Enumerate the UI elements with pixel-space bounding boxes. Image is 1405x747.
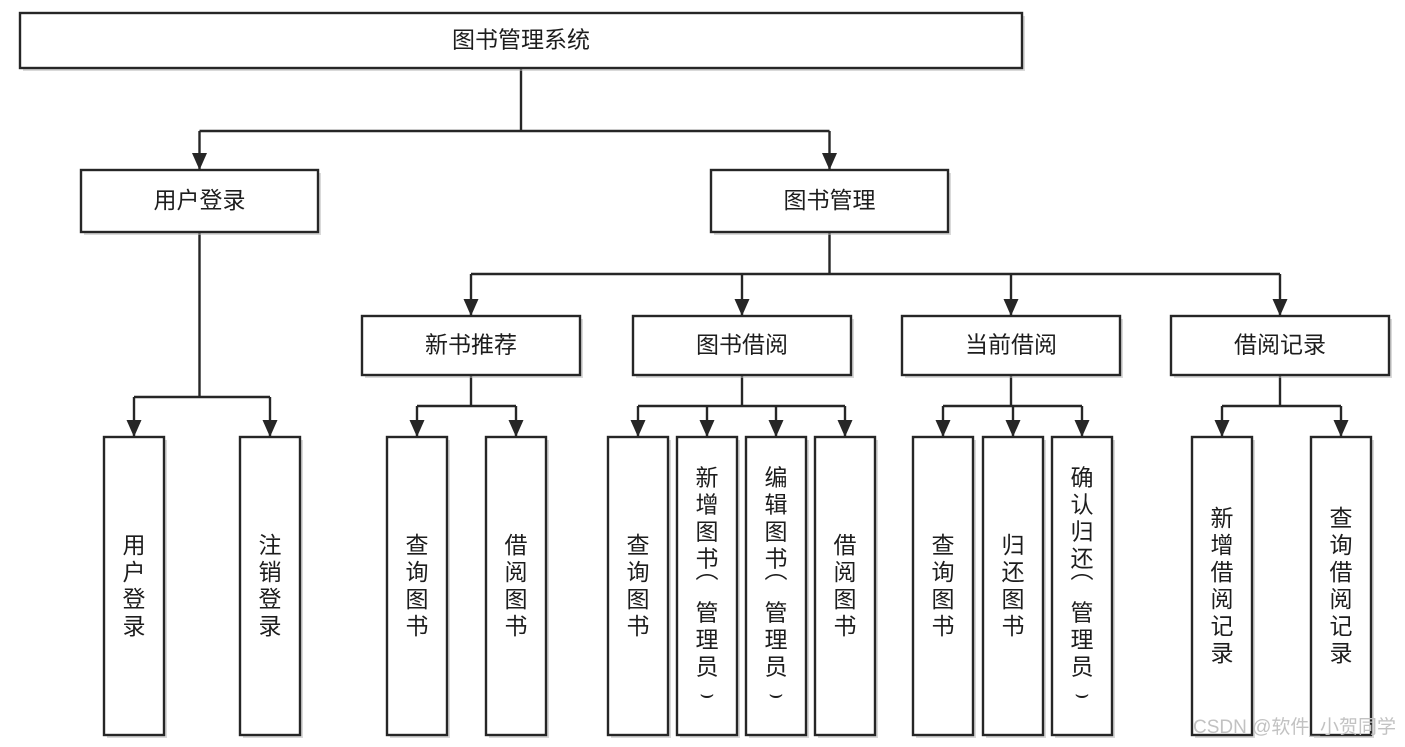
connector-e-currentborrow-group <box>935 375 1090 437</box>
node-user_login[interactable]: 用户登录 <box>79 168 321 235</box>
node-label: 查询图书 <box>932 532 955 639</box>
node-leaf_query_record[interactable]: 查询借阅记录 <box>1309 435 1374 738</box>
node-leaf_user_login[interactable]: 用户登录 <box>102 435 167 738</box>
node-new_book_rec[interactable]: 新书推荐 <box>360 314 583 378</box>
node-label: 新增借阅记录 <box>1211 505 1234 666</box>
node-layer: 图书管理系统用户登录图书管理新书推荐图书借阅当前借阅借阅记录用户登录注销登录查询… <box>18 11 1392 738</box>
node-leaf_borrow_book_1[interactable]: 借阅图书 <box>484 435 549 738</box>
node-leaf_return_book[interactable]: 归还图书 <box>981 435 1046 738</box>
node-label: 用户登录 <box>154 187 246 213</box>
node-leaf_confirm_return[interactable]: 确认归还⌒管理员⌣ <box>1050 435 1115 738</box>
node-leaf_add_book[interactable]: 新增图书⌒管理员⌣ <box>675 435 740 738</box>
node-label: 查询图书 <box>627 532 650 639</box>
node-leaf_logout[interactable]: 注销登录 <box>238 435 303 738</box>
csdn-watermark: CSDN @软件_小贺同学 <box>1193 716 1396 738</box>
node-label: 注销登录 <box>259 532 282 639</box>
node-label: 图书管理 <box>784 187 876 213</box>
node-label: 图书管理系统 <box>452 27 590 53</box>
node-label: 新增图书⌒管理员⌣ <box>696 465 719 707</box>
node-label: 归还图书 <box>1002 532 1025 639</box>
node-leaf_query_book_2[interactable]: 查询图书 <box>606 435 671 738</box>
node-leaf_borrow_book_2[interactable]: 借阅图书 <box>813 435 878 738</box>
node-label: 新书推荐 <box>425 332 517 358</box>
connector-e-bookmanage-group <box>463 232 1288 316</box>
connector-e-newbook-group <box>409 375 524 437</box>
node-label: 当前借阅 <box>965 332 1057 358</box>
node-label: 图书借阅 <box>696 332 788 358</box>
connector-e-userlogin-group <box>126 232 278 437</box>
node-label: 用户登录 <box>123 532 146 639</box>
connector-e-borrowrecord-group <box>1214 375 1349 437</box>
node-label: 确认归还⌒管理员⌣ <box>1071 465 1094 707</box>
node-leaf_query_book_1[interactable]: 查询图书 <box>385 435 450 738</box>
node-leaf_query_book_3[interactable]: 查询图书 <box>911 435 976 738</box>
node-book_borrow[interactable]: 图书借阅 <box>631 314 854 378</box>
node-leaf_edit_book[interactable]: 编辑图书⌒管理员⌣ <box>744 435 809 738</box>
node-leaf_add_record[interactable]: 新增借阅记录 <box>1190 435 1255 738</box>
node-current_borrow[interactable]: 当前借阅 <box>900 314 1123 378</box>
node-label: 借阅图书 <box>505 532 528 639</box>
node-book_manage[interactable]: 图书管理 <box>709 168 951 235</box>
node-label: 查询图书 <box>406 532 429 639</box>
node-borrow_record[interactable]: 借阅记录 <box>1169 314 1392 378</box>
node-label: 借阅图书 <box>834 532 857 639</box>
node-label: 查询借阅记录 <box>1330 505 1353 666</box>
connector-e-bookborrow-group <box>630 375 853 437</box>
node-root[interactable]: 图书管理系统 <box>18 11 1025 71</box>
node-label: 编辑图书⌒管理员⌣ <box>765 465 788 707</box>
node-label: 借阅记录 <box>1234 332 1326 358</box>
connector-layer <box>126 68 1349 437</box>
connector-e-root-group <box>192 68 837 170</box>
